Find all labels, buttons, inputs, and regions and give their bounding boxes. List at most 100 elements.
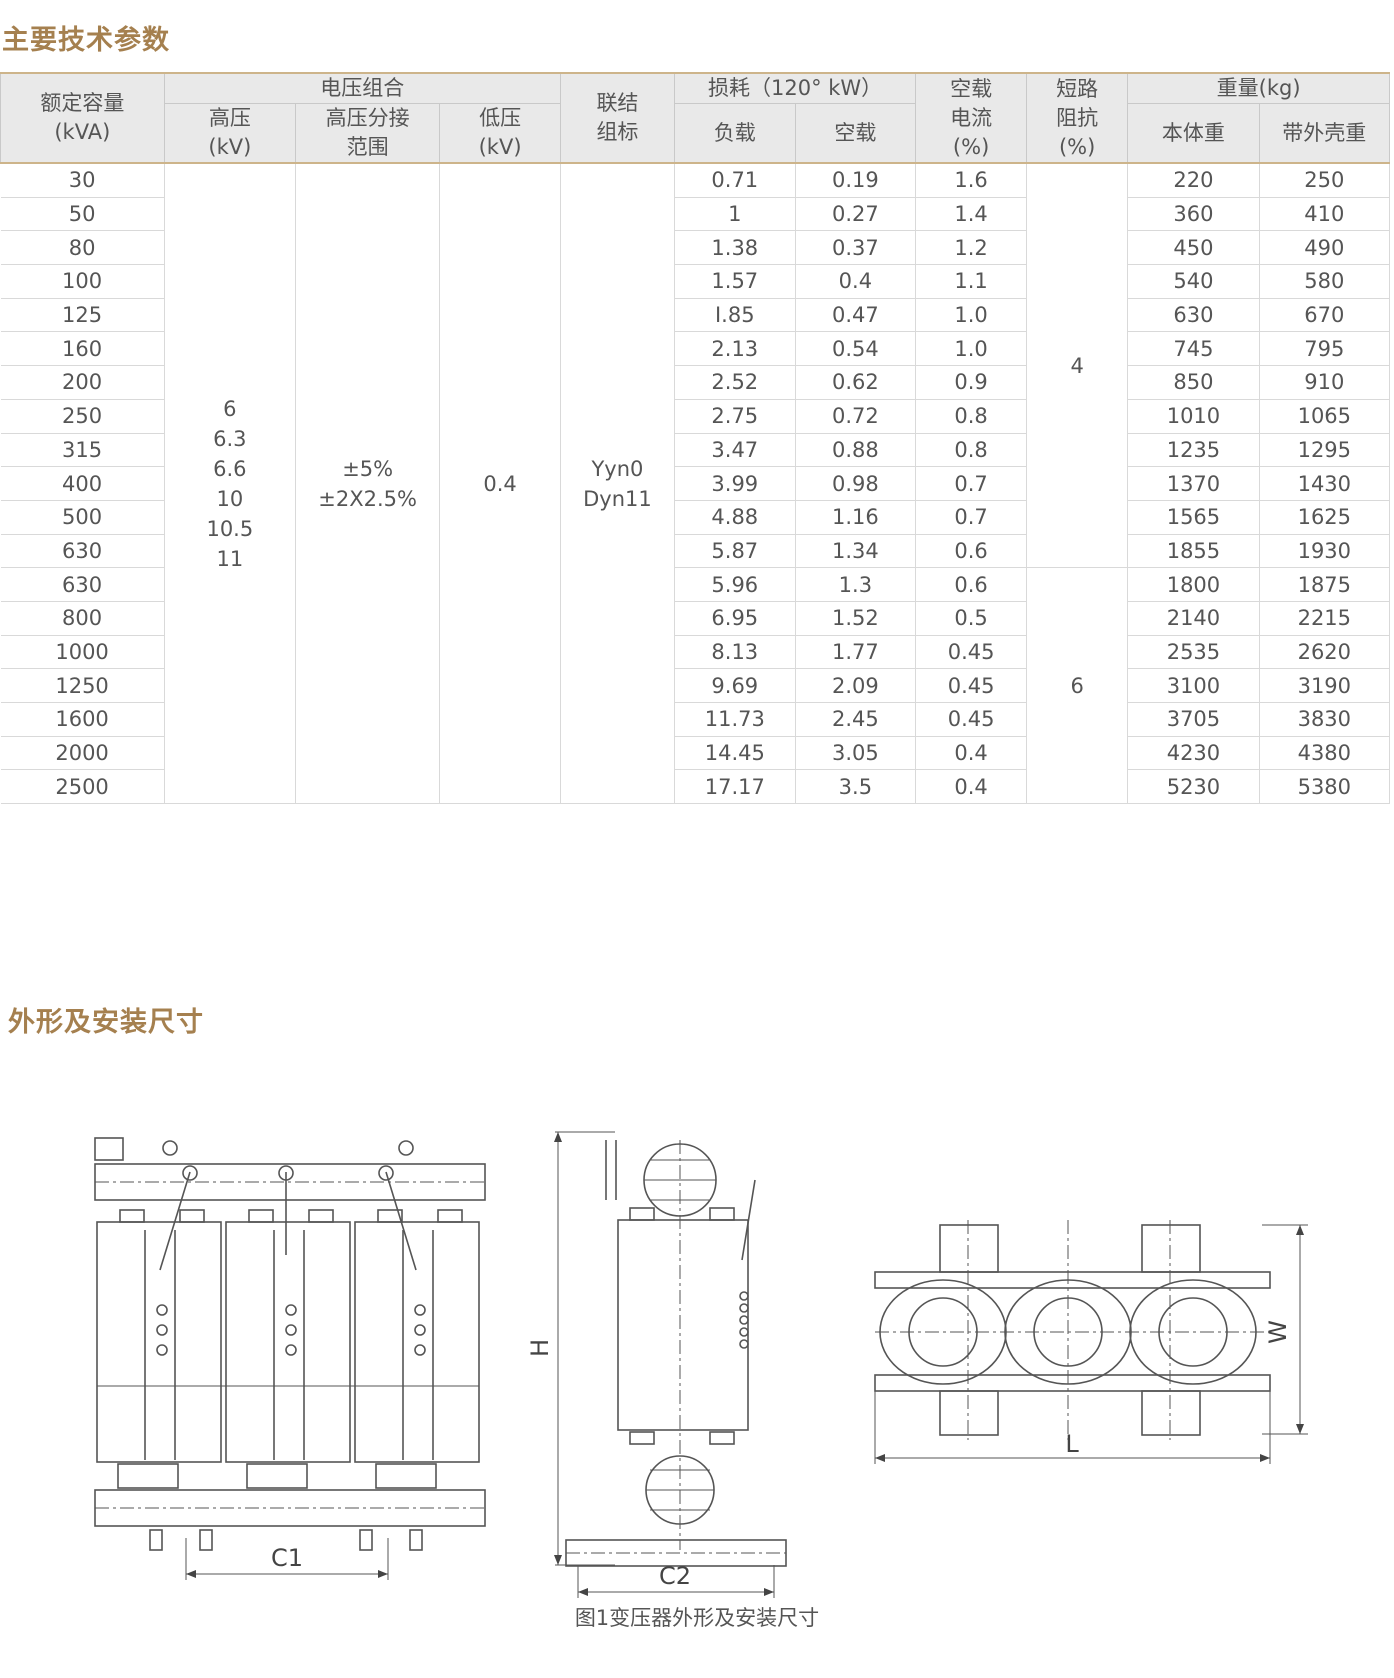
- cell-capacity: 800: [0, 601, 165, 636]
- cell-noload-loss: 0.37: [794, 230, 917, 266]
- cell-noload-current: 0.45: [915, 668, 1028, 703]
- cell-body-weight: 3100: [1127, 668, 1260, 703]
- cell-capacity: 250: [0, 399, 165, 434]
- cell-load-loss: 1.38: [674, 230, 796, 266]
- dim-label-h: H: [526, 1339, 554, 1357]
- cell-noload-loss: 3.5: [794, 769, 917, 805]
- dim-label-c2: C2: [659, 1562, 691, 1590]
- cell-body-weight: 5230: [1127, 769, 1260, 805]
- header-shell-weight: 带外壳重: [1258, 103, 1391, 164]
- cell-load-loss: 1.57: [674, 264, 796, 299]
- cell-capacity: 630: [0, 567, 165, 602]
- header-load-loss: 负载: [674, 103, 796, 164]
- cell-noload-current: 1.0: [915, 331, 1028, 367]
- cell-capacity: 1250: [0, 668, 165, 703]
- cell-capacity: 1000: [0, 635, 165, 670]
- cell-noload-current: 0.45: [915, 702, 1028, 737]
- cell-noload-loss: 0.27: [794, 197, 917, 232]
- cell-noload-current: 0.45: [915, 635, 1028, 670]
- cell-noload-current: 1.0: [915, 298, 1028, 333]
- cell-body-weight: 1370: [1127, 466, 1260, 501]
- top-view: [874, 1220, 1308, 1464]
- cell-shell-weight: 1625: [1258, 500, 1391, 535]
- cell-load-loss: 14.45: [674, 736, 796, 771]
- cell-load-loss: 3.99: [674, 466, 796, 501]
- section-title-outline: 外形及安装尺寸: [8, 1007, 204, 1038]
- cell-noload-current: 1.4: [915, 197, 1028, 232]
- cell-capacity: 160: [0, 331, 165, 367]
- cell-noload-current: 0.4: [915, 769, 1028, 805]
- header-connection: 联结组标: [559, 72, 676, 164]
- cell-noload-loss: 0.72: [794, 399, 917, 434]
- cell-noload-loss: 0.98: [794, 466, 917, 501]
- cell-shell-weight: 2215: [1258, 601, 1391, 636]
- header-lv: 低压(kV): [439, 103, 561, 164]
- cell-load-loss: 2.75: [674, 399, 796, 434]
- cell-shell-weight: 490: [1258, 230, 1391, 266]
- cell-shell-weight: 910: [1258, 365, 1391, 400]
- cell-noload-loss: 3.05: [794, 736, 917, 771]
- cell-shell-weight: 1875: [1258, 567, 1391, 602]
- cell-capacity: 400: [0, 466, 165, 501]
- cell-noload-current: 0.7: [915, 500, 1028, 535]
- cell-body-weight: 1855: [1127, 534, 1260, 569]
- cell-body-weight: 630: [1127, 298, 1260, 333]
- cell-capacity: 30: [0, 163, 165, 198]
- cell-body-weight: 745: [1127, 331, 1260, 367]
- cell-noload-loss: 1.77: [794, 635, 917, 670]
- cell-shell-weight: 3190: [1258, 668, 1391, 703]
- cell-noload-loss: 0.88: [794, 433, 917, 468]
- cell-shell-weight: 1065: [1258, 399, 1391, 434]
- cell-noload-loss: 2.09: [794, 668, 917, 703]
- cell-load-loss: 6.95: [674, 601, 796, 636]
- cell-capacity: 50: [0, 197, 165, 232]
- cell-noload-current: 0.7: [915, 466, 1028, 501]
- cell-noload-loss: 1.52: [794, 601, 917, 636]
- figure-caption: 图1变压器外形及安装尺寸: [574, 1606, 820, 1630]
- cell-body-weight: 2535: [1127, 635, 1260, 670]
- cell-noload-current: 0.6: [915, 534, 1028, 569]
- cell-capacity: 200: [0, 365, 165, 400]
- cell-shell-weight: 1930: [1258, 534, 1391, 569]
- cell-noload-loss: 0.47: [794, 298, 917, 333]
- header-impedance: 短路阻抗(%): [1026, 72, 1129, 164]
- cell-noload-current: 0.9: [915, 365, 1028, 400]
- header-loss-group: 损耗（120° kW）: [673, 72, 917, 104]
- header-tap: 高压分接范围: [295, 103, 441, 164]
- cell-shell-weight: 795: [1258, 331, 1391, 367]
- cell-noload-loss: 0.4: [794, 264, 917, 299]
- side-view: [555, 1131, 787, 1598]
- cell-noload-current: 0.4: [915, 736, 1028, 771]
- cell-body-weight: 4230: [1127, 736, 1260, 771]
- cell-noload-loss: 2.45: [794, 702, 917, 737]
- cell-load-loss: 8.13: [674, 635, 796, 670]
- cell-capacity: 315: [0, 433, 165, 468]
- cell-shell-weight: 5380: [1258, 769, 1391, 805]
- cell-noload-loss: 1.34: [794, 534, 917, 569]
- cell-body-weight: 2140: [1127, 601, 1260, 636]
- header-voltage-group: 电压组合: [163, 72, 561, 104]
- cell-noload-loss: 0.62: [794, 365, 917, 400]
- cell-load-loss: 11.73: [674, 702, 796, 737]
- cell-load-loss: 2.52: [674, 365, 796, 400]
- header-capacity: 额定容量(kVA): [0, 72, 165, 164]
- cell-body-weight: 1010: [1127, 399, 1260, 434]
- cell-load-loss: 2.13: [674, 331, 796, 367]
- cell-noload-current: 0.8: [915, 399, 1028, 434]
- dim-label-w: W: [1264, 1320, 1292, 1344]
- front-view: [94, 1137, 486, 1580]
